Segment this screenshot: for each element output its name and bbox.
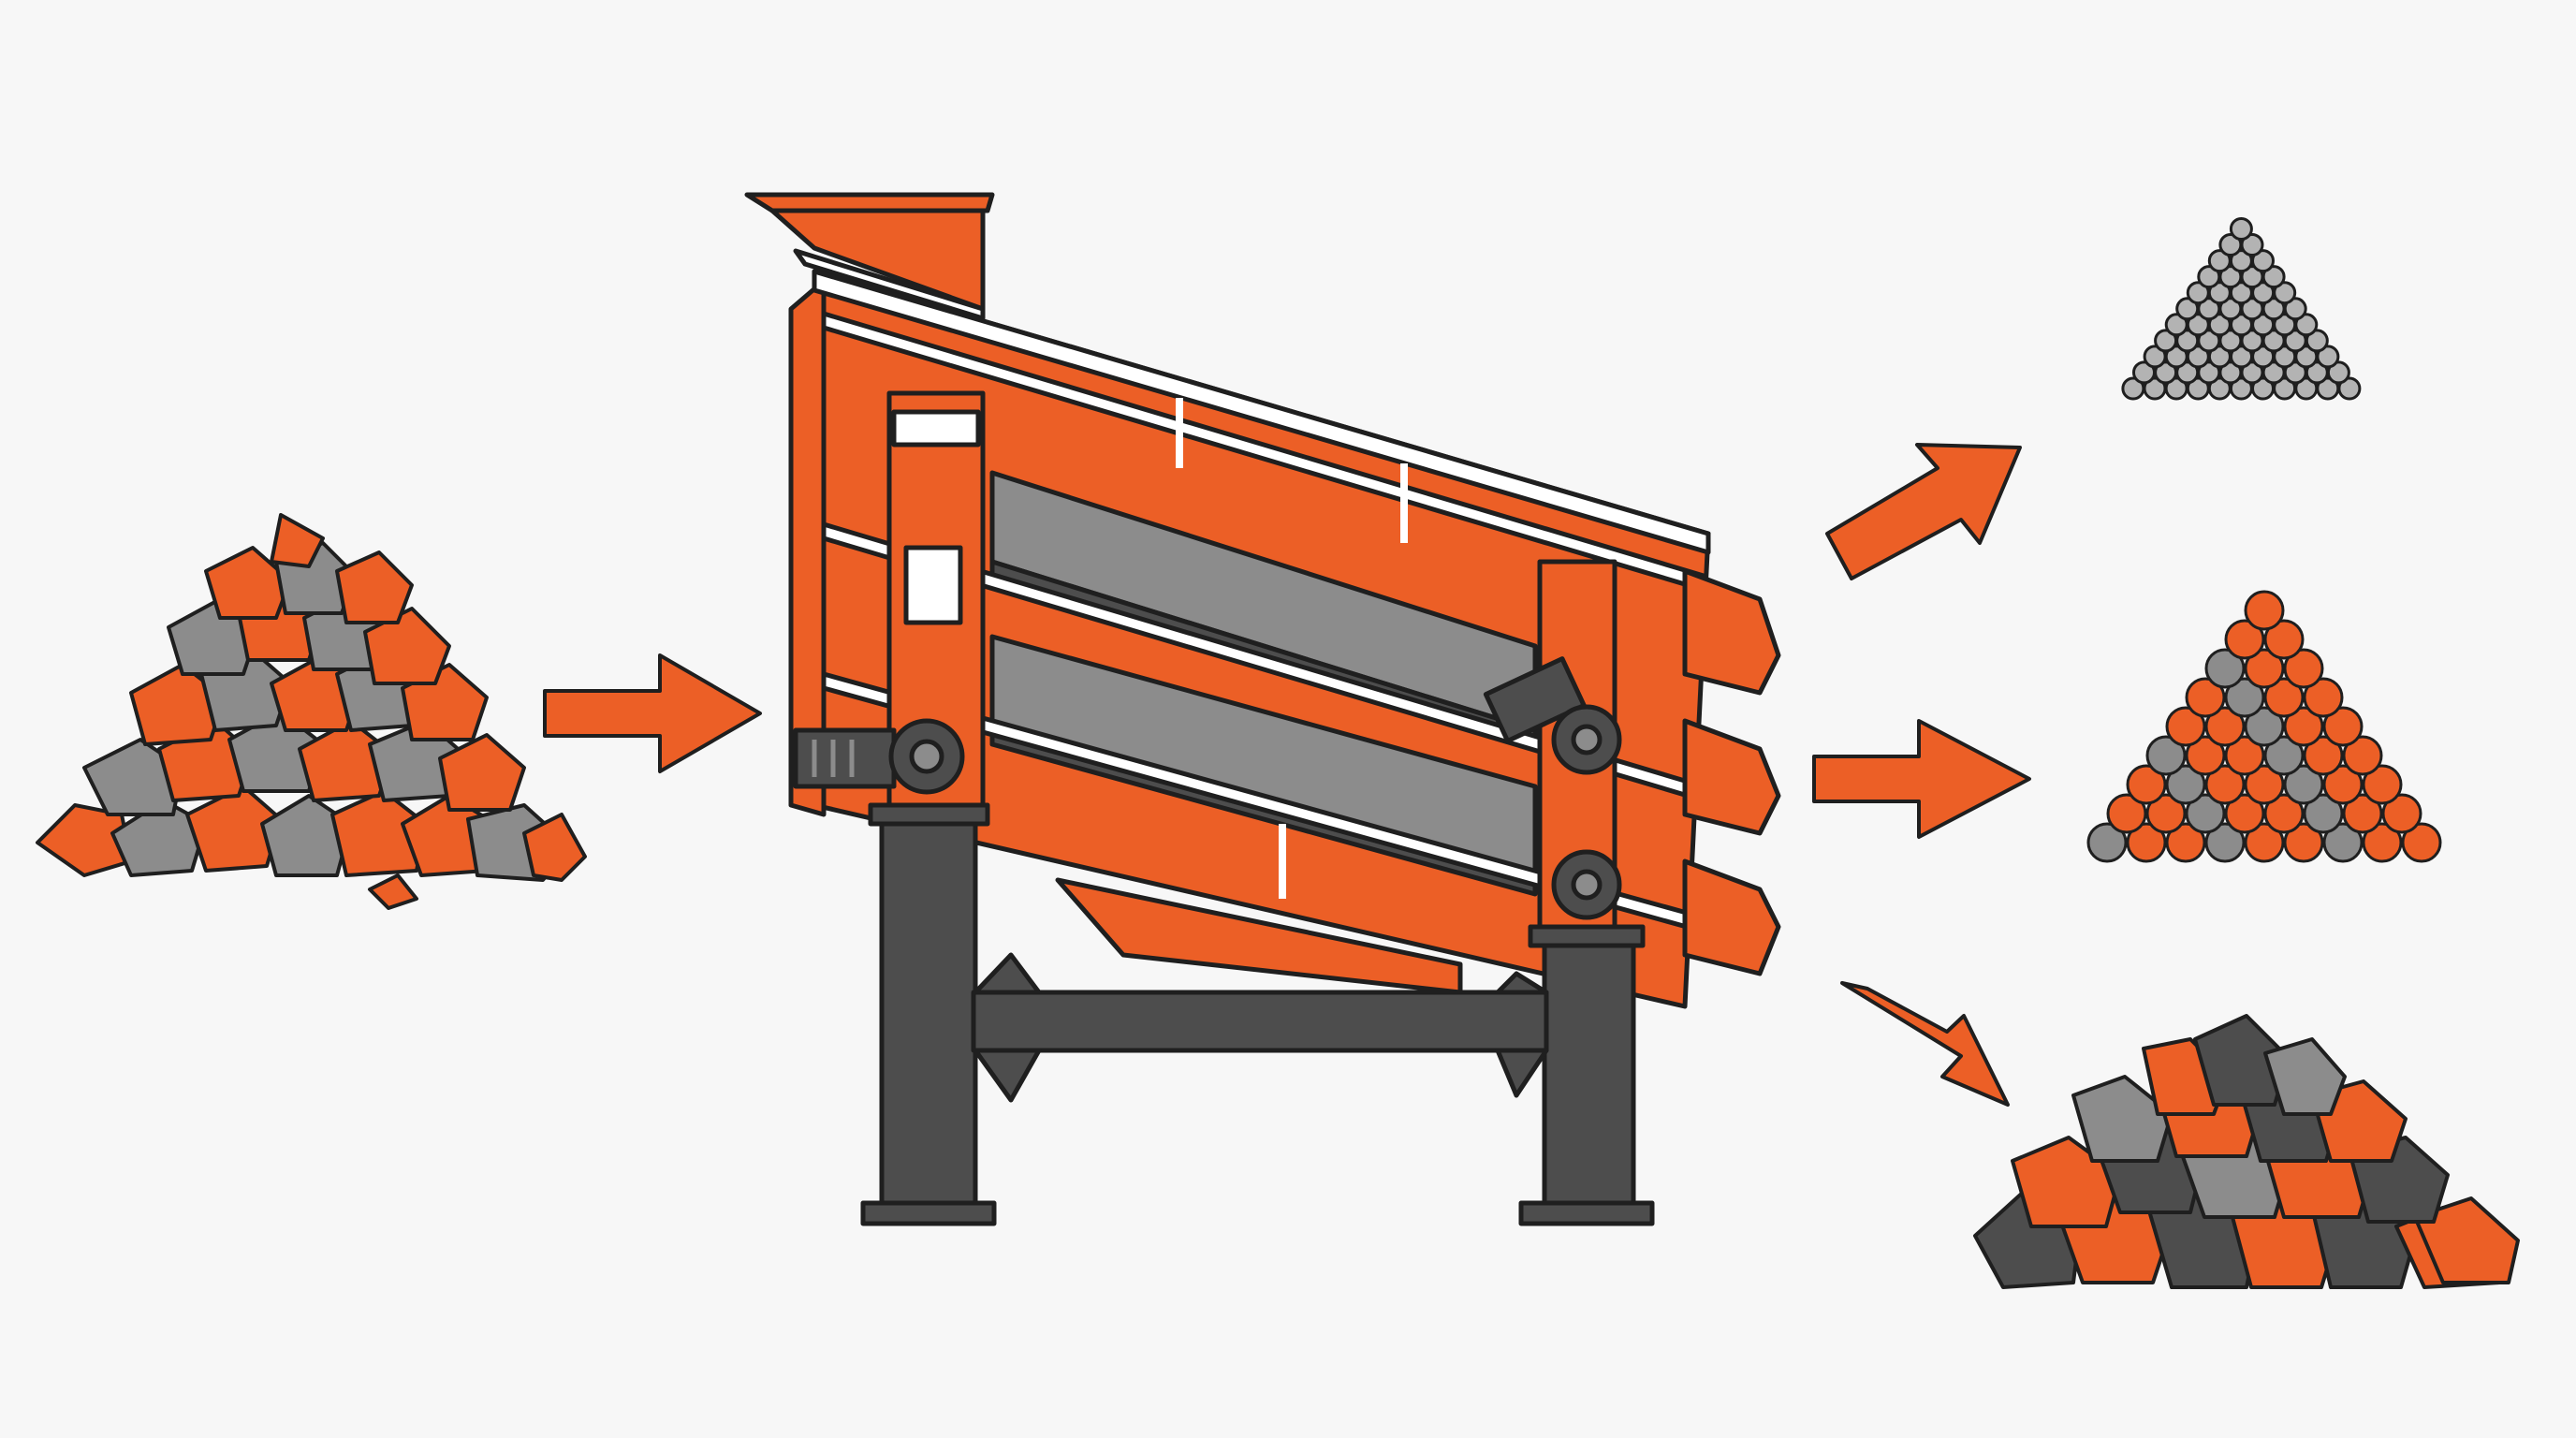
pebble bbox=[2283, 706, 2324, 747]
pebble bbox=[2316, 345, 2340, 369]
leg-left bbox=[879, 812, 978, 1211]
pebble bbox=[2381, 793, 2422, 834]
foot-left bbox=[860, 1200, 997, 1226]
pebble bbox=[2263, 735, 2305, 776]
motor-right bbox=[1483, 656, 1587, 743]
leg-right bbox=[1542, 933, 1636, 1211]
pebble bbox=[2322, 822, 2364, 863]
pebble bbox=[2244, 590, 2285, 631]
pebble bbox=[2303, 677, 2344, 718]
pebble bbox=[2303, 735, 2344, 776]
pebble bbox=[2362, 764, 2403, 805]
pebble bbox=[2261, 265, 2286, 289]
pebble bbox=[2126, 822, 2167, 863]
pebble bbox=[2204, 764, 2246, 805]
pebble bbox=[2342, 735, 2383, 776]
inspection-window bbox=[903, 545, 963, 625]
arrow-to-coarse bbox=[1840, 981, 2010, 1107]
pebble bbox=[2244, 764, 2285, 805]
pebble bbox=[2185, 677, 2226, 718]
pebble bbox=[2401, 822, 2442, 863]
pebble bbox=[2229, 217, 2253, 241]
pebble bbox=[2263, 793, 2305, 834]
pebble bbox=[2322, 706, 2364, 747]
input-pile bbox=[36, 513, 587, 910]
pebble bbox=[2273, 281, 2297, 305]
chute-bottom bbox=[1682, 858, 1781, 976]
output-medium-pile bbox=[2086, 590, 2442, 863]
pebble bbox=[2305, 329, 2329, 353]
pebble bbox=[2185, 735, 2226, 776]
pebble bbox=[2244, 822, 2285, 863]
pebble bbox=[2185, 793, 2226, 834]
crossbeam bbox=[971, 990, 1549, 1053]
pebble bbox=[2342, 793, 2383, 834]
pebble bbox=[2303, 793, 2344, 834]
arrow-to-fine bbox=[1825, 443, 2022, 580]
pebble bbox=[2145, 793, 2187, 834]
pebble bbox=[2240, 233, 2264, 257]
chute-middle bbox=[1682, 718, 1781, 836]
pebble bbox=[2086, 822, 2128, 863]
pebble bbox=[2251, 249, 2275, 273]
pebble bbox=[2165, 764, 2206, 805]
pebble bbox=[2165, 706, 2206, 747]
foot-right bbox=[1518, 1200, 1655, 1226]
pebble bbox=[2204, 822, 2246, 863]
pebble bbox=[2224, 735, 2265, 776]
pebble bbox=[2204, 706, 2246, 747]
pebble bbox=[2204, 648, 2246, 689]
pebble bbox=[2283, 764, 2324, 805]
pebble bbox=[2263, 619, 2305, 660]
input-arrow bbox=[543, 653, 762, 773]
output-coarse-pile bbox=[1973, 1014, 2520, 1289]
feed-hopper bbox=[744, 192, 995, 213]
pebble bbox=[2294, 313, 2319, 337]
pebble bbox=[2126, 764, 2167, 805]
pebble bbox=[2165, 822, 2206, 863]
pebble bbox=[2362, 822, 2403, 863]
pebble bbox=[2283, 822, 2324, 863]
pebble bbox=[2224, 619, 2265, 660]
pebble bbox=[2224, 677, 2265, 718]
pebble bbox=[2326, 360, 2350, 385]
pebble bbox=[2224, 793, 2265, 834]
support-frame bbox=[860, 802, 1655, 1226]
arrow-to-medium bbox=[1812, 719, 2031, 839]
drive-motors bbox=[793, 656, 1622, 920]
pebble bbox=[2145, 735, 2187, 776]
output-fine-pile bbox=[2121, 217, 2362, 401]
motor-left bbox=[793, 727, 897, 789]
pebble bbox=[2337, 376, 2362, 401]
pebble bbox=[2244, 706, 2285, 747]
chute-top bbox=[1682, 568, 1781, 696]
pebble bbox=[2322, 764, 2364, 805]
pebble bbox=[2283, 648, 2324, 689]
pebble bbox=[2244, 648, 2285, 689]
output-arrows bbox=[1812, 443, 2031, 1107]
vibrating-screen-machine bbox=[744, 192, 1781, 1009]
pebble bbox=[2106, 793, 2147, 834]
pebble bbox=[2283, 297, 2307, 321]
pebble bbox=[2263, 677, 2305, 718]
